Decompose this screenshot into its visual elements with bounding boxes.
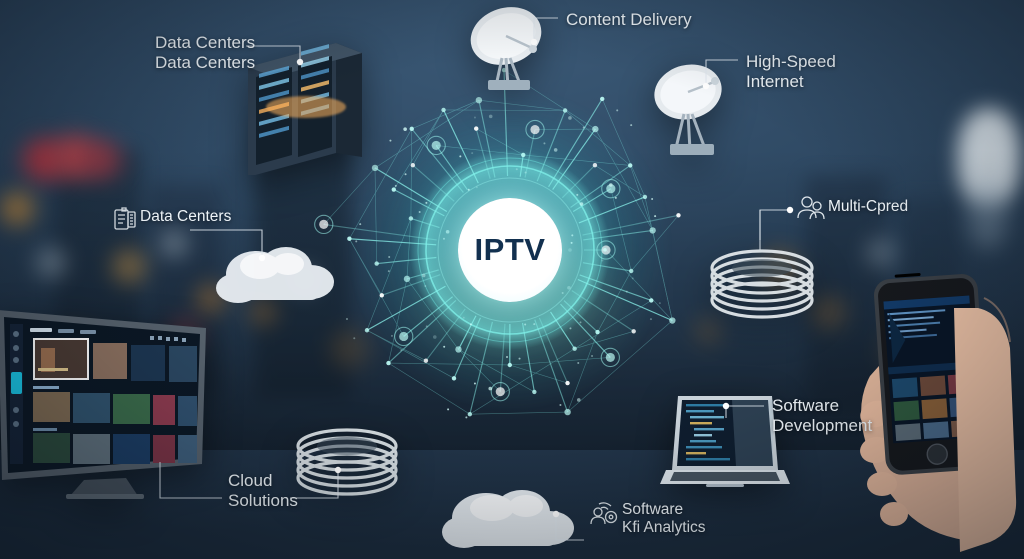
coil-left — [292, 424, 402, 509]
callout-data-centers-left: Data Centers — [140, 208, 232, 225]
callout-software-development: Software Development — [772, 396, 873, 435]
server-icon — [112, 206, 138, 234]
cloud-bottom — [440, 482, 580, 559]
smart-tv — [0, 300, 218, 505]
callout-cloud-solutions: Cloud Solutions — [228, 471, 298, 510]
satellite-dish-large — [462, 2, 554, 99]
iptv-center-badge: IPTV — [458, 198, 562, 302]
server-rack — [240, 35, 370, 180]
laptop — [660, 388, 790, 503]
iptv-network-burst: IPTV — [314, 67, 681, 419]
cloud-left — [216, 238, 338, 319]
iptv-label: IPTV — [474, 232, 546, 267]
analytics-icon — [590, 500, 620, 528]
callout-high-speed-internet: High-Speed Internet — [746, 52, 836, 91]
callout-data-centers-top: Data Centers Data Centers — [155, 33, 256, 72]
callout-content-delivery: Content Delivery — [566, 10, 692, 29]
satellite-dish-small — [646, 56, 736, 167]
callout-multi-cpred: Multi-Cpred — [828, 198, 909, 215]
callout-kfi-analytics: Software Kfi Analytics — [622, 501, 706, 536]
coil-right — [706, 246, 818, 333]
smartphone — [846, 268, 1024, 559]
users-icon — [796, 194, 826, 220]
